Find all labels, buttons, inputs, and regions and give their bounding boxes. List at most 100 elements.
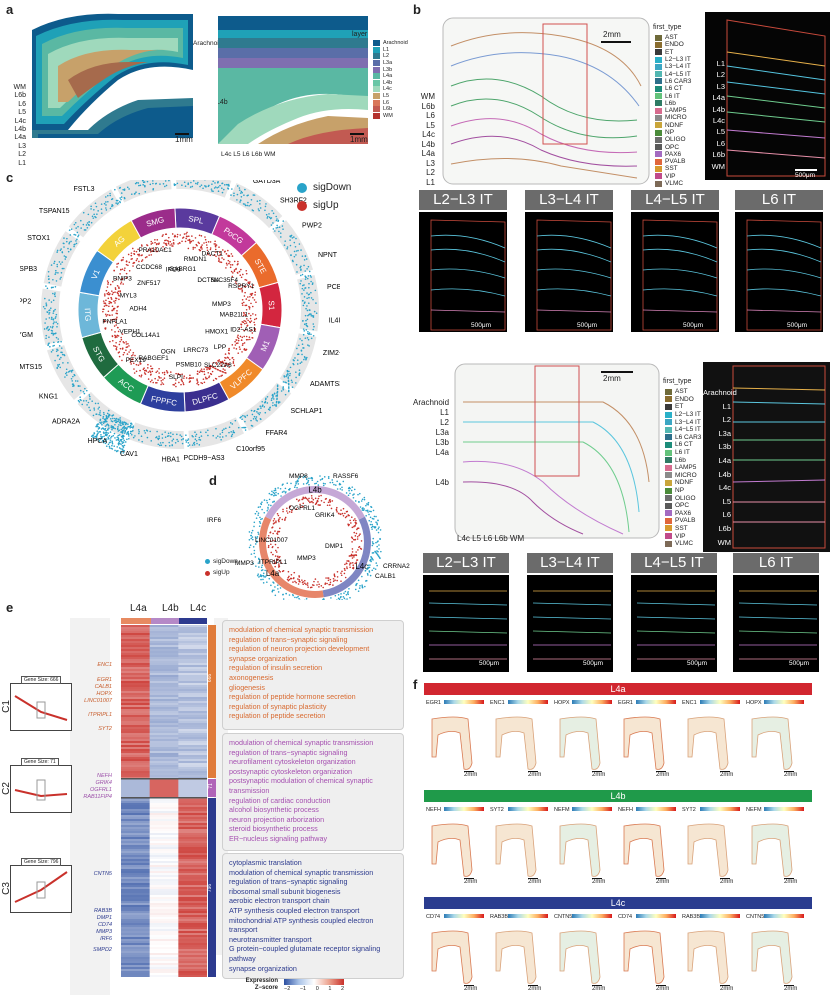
sigup-point bbox=[161, 371, 164, 374]
sigdown-point bbox=[131, 427, 134, 429]
heatmap-cell bbox=[149, 775, 179, 778]
it-map-overlays-bottom bbox=[428, 590, 818, 660]
sigdown-point bbox=[252, 194, 255, 196]
heatmap-cell bbox=[149, 637, 179, 640]
sigup-point bbox=[337, 512, 340, 515]
sigdown-point bbox=[270, 584, 272, 587]
sigdown-point bbox=[258, 566, 260, 568]
sigup-point bbox=[286, 507, 288, 510]
sigdown-point bbox=[348, 587, 350, 590]
sigdown-point bbox=[70, 240, 72, 243]
sigup-point bbox=[241, 344, 244, 346]
legend-label: L4−L5 IT bbox=[675, 426, 701, 434]
sigup-point bbox=[121, 347, 124, 349]
go-term: ATP synthesis coupled electron transport bbox=[229, 905, 360, 915]
sigup-point bbox=[249, 281, 251, 283]
sigup-point bbox=[163, 248, 166, 250]
legend-item: NDNF bbox=[655, 122, 705, 129]
sigdown-point bbox=[310, 337, 313, 340]
sigup-point bbox=[224, 365, 227, 368]
sigdown-point bbox=[282, 220, 285, 222]
sigup-point bbox=[289, 577, 292, 580]
sigup-point bbox=[327, 501, 330, 504]
sigup-point bbox=[199, 370, 202, 372]
scale-bar-a-left: 1mm bbox=[175, 133, 193, 144]
heatmap-cell bbox=[149, 763, 179, 766]
gene-name: ENC1 bbox=[682, 700, 697, 706]
sigup-point bbox=[229, 264, 232, 266]
sigdown-point bbox=[109, 194, 112, 197]
sigdown-point bbox=[282, 386, 285, 388]
sigdown-point bbox=[304, 314, 307, 317]
sigdown-point bbox=[77, 399, 80, 402]
sigup-point bbox=[151, 379, 153, 381]
sigdown-point bbox=[243, 194, 245, 196]
legend-label: MICRO bbox=[665, 114, 687, 122]
heatmap-cell bbox=[149, 887, 179, 890]
outer-gene-label: CAV1 bbox=[120, 451, 138, 458]
sigdown-point bbox=[253, 549, 256, 552]
heatmap-cell bbox=[121, 943, 150, 946]
sigdown-point bbox=[312, 328, 315, 331]
heatmap-cell bbox=[149, 719, 179, 722]
legend-item: L4−L5 IT bbox=[665, 426, 715, 434]
cluster-box-c3: Gene Size: 796 bbox=[10, 858, 72, 913]
sigdown-point bbox=[107, 443, 110, 446]
sigdown-point bbox=[104, 196, 107, 198]
sigdown-point bbox=[370, 505, 372, 508]
sigup-point bbox=[272, 539, 274, 542]
sigdown-point bbox=[225, 435, 227, 437]
sigdown-point bbox=[119, 452, 122, 454]
heatmap-cell bbox=[149, 943, 179, 946]
heatmap-cell bbox=[149, 875, 179, 878]
heatmap-cell bbox=[178, 947, 207, 950]
heatmap-cell bbox=[121, 859, 150, 862]
sigup-point bbox=[225, 262, 228, 265]
sigup-point bbox=[215, 255, 217, 258]
legend-label: OPC bbox=[675, 502, 690, 510]
go-term: aerobic electron transport chain bbox=[229, 896, 330, 906]
heatmap-cell bbox=[178, 957, 207, 960]
sigup-point bbox=[229, 261, 231, 263]
sigdown-point bbox=[268, 216, 271, 219]
sigup-point bbox=[187, 239, 189, 242]
sigdown-point bbox=[263, 499, 266, 501]
sigdown-point bbox=[89, 398, 91, 400]
sigup-point bbox=[320, 500, 323, 502]
sigdown-point bbox=[107, 428, 109, 431]
outer-sector bbox=[279, 333, 317, 389]
heatmap-cell bbox=[149, 845, 179, 848]
layer-label: WM bbox=[717, 537, 731, 547]
heatmap-cell bbox=[121, 749, 150, 752]
sigup-point bbox=[104, 302, 107, 305]
heatmap-cell bbox=[121, 855, 150, 858]
sigdown-point bbox=[378, 544, 380, 546]
sigup-point bbox=[344, 516, 347, 519]
sigup-point bbox=[317, 497, 320, 500]
sigdown-point bbox=[321, 478, 323, 480]
heatmap-cell bbox=[121, 729, 150, 732]
sigdown-point bbox=[217, 190, 220, 193]
heatmap-cell bbox=[121, 953, 150, 956]
sigdown-point bbox=[120, 198, 122, 201]
sigup-point bbox=[197, 383, 200, 386]
sigdown-point bbox=[295, 376, 297, 379]
sigup-point bbox=[140, 374, 143, 377]
sigup-point bbox=[111, 309, 114, 311]
sigup-point bbox=[151, 247, 153, 250]
sigdown-point bbox=[241, 191, 243, 194]
sigup-point bbox=[133, 261, 135, 264]
legend-item: PAX6 bbox=[665, 510, 715, 518]
scale-label: 2mm bbox=[464, 986, 478, 992]
sigup-point bbox=[249, 330, 251, 332]
sigdown-point bbox=[352, 496, 355, 499]
sigdown-point bbox=[124, 431, 127, 433]
sigdown-point bbox=[376, 522, 378, 524]
sigdown-point bbox=[367, 566, 369, 569]
sigdown-point bbox=[49, 345, 51, 348]
sigup-point bbox=[165, 242, 167, 245]
sigup-point bbox=[238, 328, 241, 330]
sigup-point bbox=[212, 379, 215, 382]
heatmap-cell bbox=[121, 645, 150, 648]
sigdown-point bbox=[92, 414, 95, 417]
